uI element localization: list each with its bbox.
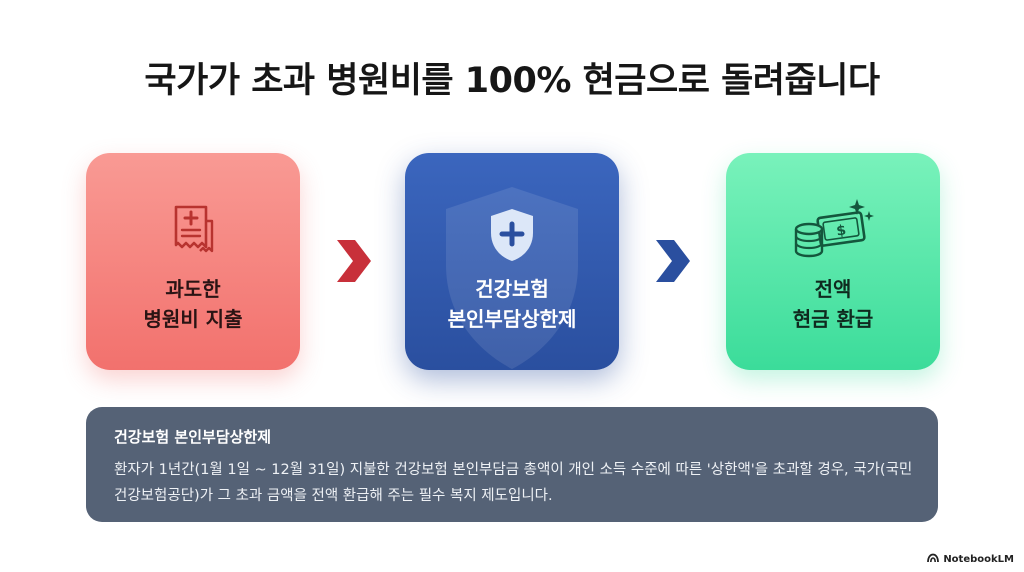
step-card-health-insurance-cap: 건강보험 본인부담상한제 — [405, 153, 619, 370]
brand-name: NotebookLM — [943, 554, 1014, 565]
brand-watermark: NotebookLM — [927, 553, 1014, 566]
cash-refund-icon: $ — [726, 195, 940, 265]
notebooklm-logo-icon — [927, 553, 940, 566]
chevron-right-icon — [333, 236, 373, 290]
info-panel-body: 환자가 1년간(1월 1일 ~ 12월 31일) 지불한 건강보험 본인부담금 … — [114, 462, 913, 504]
shield-plus-icon — [405, 207, 619, 267]
step-label: 건강보험 본인부담상한제 — [447, 277, 577, 331]
chevron-right-icon — [652, 236, 692, 290]
info-panel: 건강보험 본인부담상한제 환자가 1년간(1월 1일 ~ 12월 31일) 지불… — [86, 407, 938, 522]
step-card-full-cash-refund: $ 전액 현금 환급 — [726, 153, 940, 370]
svg-text:$: $ — [835, 222, 847, 239]
step-label: 과도한 병원비 지출 — [143, 277, 243, 331]
page-title: 국가가 초과 병원비를 100% 현금으로 돌려줍니다 — [144, 61, 880, 101]
step-card-excessive-medical-expense: 과도한 병원비 지출 — [86, 153, 300, 370]
step-label: 전액 현금 환급 — [792, 277, 874, 331]
receipt-icon — [86, 197, 300, 265]
info-panel-heading: 건강보험 본인부담상한제 — [114, 428, 272, 446]
shield-background-icon — [446, 187, 578, 369]
